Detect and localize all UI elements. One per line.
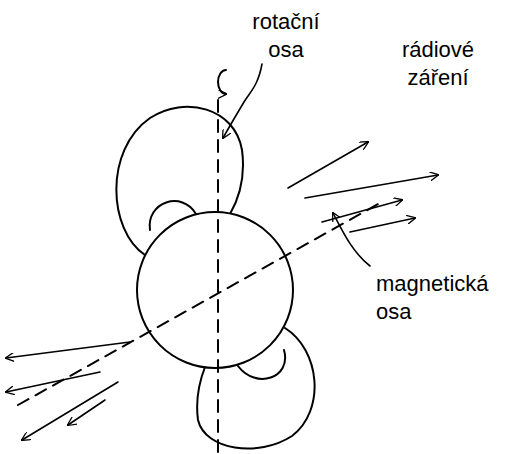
rotation-axis — [217, 100, 219, 454]
radiation-arrows — [6, 142, 438, 440]
rotation-arrow — [218, 70, 226, 94]
magnetic-axis — [18, 203, 380, 405]
neutron-star — [137, 212, 293, 368]
axis-label: rádiové záření — [382, 36, 494, 92]
axis-label: rotační osa — [240, 8, 332, 64]
axis-label: magnetická osa — [376, 270, 506, 326]
leader-line — [333, 213, 370, 266]
leader-line — [223, 64, 262, 138]
